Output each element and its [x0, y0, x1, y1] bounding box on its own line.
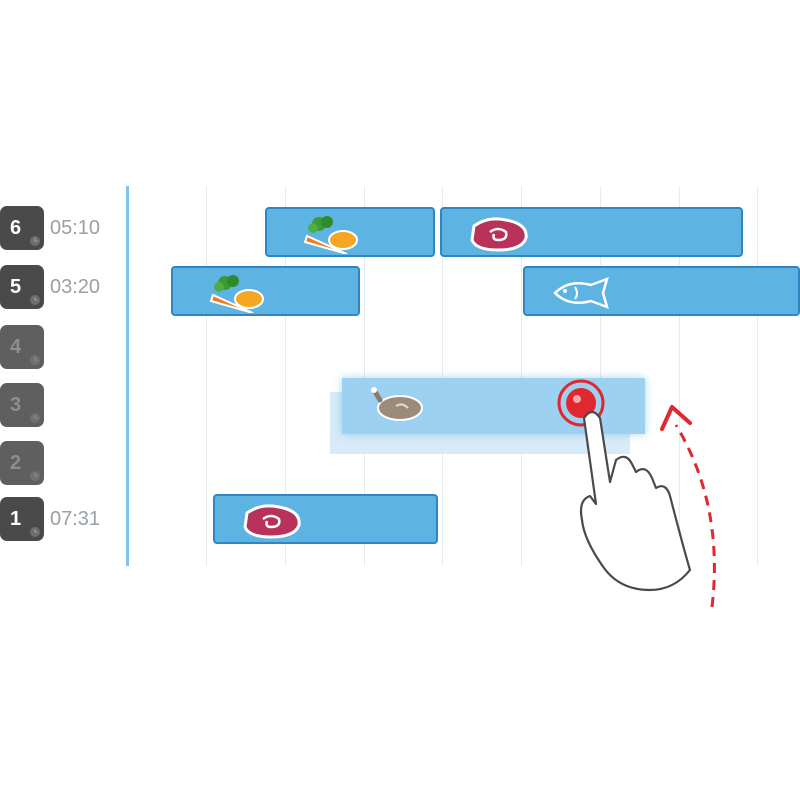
- shelf-number: 5: [10, 276, 22, 298]
- clock-corner-icon: [30, 527, 40, 537]
- grid-line: [679, 186, 680, 566]
- cook-bar-shelf-1-meat[interactable]: [213, 494, 438, 544]
- shelf-timer: 07:31: [50, 508, 101, 530]
- shelf-row-2[interactable]: 2: [0, 441, 130, 485]
- shelf-badge: 6: [0, 206, 44, 250]
- shelf-row-1[interactable]: 1 07:31: [0, 497, 130, 541]
- grid-line: [285, 186, 286, 566]
- shelf-row-5[interactable]: 5 03:20: [0, 265, 130, 309]
- shelf-row-3[interactable]: 3: [0, 383, 130, 427]
- shelf-number: 1: [10, 508, 22, 530]
- grid-line: [757, 186, 758, 566]
- cook-bar-shelf-5-fish[interactable]: [523, 266, 800, 316]
- shelf-number: 6: [10, 217, 22, 239]
- touch-point-icon: [557, 379, 605, 427]
- shelf-number: 2: [10, 452, 22, 474]
- shelf-row-6[interactable]: 6 05:10: [0, 206, 130, 250]
- shelf-badge: 4: [0, 325, 44, 369]
- meat-icon: [470, 217, 528, 252]
- cook-bar-shelf-5-vegetables[interactable]: [171, 266, 360, 316]
- grid-line: [364, 186, 365, 566]
- shelf-badge: 1: [0, 497, 44, 541]
- shelf-row-4[interactable]: 4: [0, 325, 130, 369]
- clock-corner-icon: [30, 295, 40, 305]
- cook-bar-shelf-6-vegetables[interactable]: [265, 207, 435, 257]
- shelf-number: 4: [10, 336, 22, 358]
- poultry-icon: [371, 387, 423, 421]
- hand-pointer-icon: [579, 410, 692, 592]
- shelf-timer: 03:20: [50, 276, 101, 298]
- clock-corner-icon: [30, 236, 40, 246]
- grid-line: [206, 186, 207, 566]
- shelf-badge: 5: [0, 265, 44, 309]
- fish-icon: [553, 276, 609, 310]
- clock-corner-icon: [30, 471, 40, 481]
- clock-corner-icon: [30, 355, 40, 365]
- grid-line: [442, 186, 443, 566]
- vegetables-icon: [303, 216, 358, 254]
- timeline-axis: [126, 186, 129, 566]
- grid-line: [600, 186, 601, 566]
- grid-line: [521, 186, 522, 566]
- clock-corner-icon: [30, 413, 40, 423]
- cook-bar-shelf-6-meat[interactable]: [440, 207, 743, 257]
- drag-direction-arrow-icon: [660, 405, 716, 608]
- shelf-number: 3: [10, 394, 22, 416]
- vegetables-icon: [209, 275, 264, 313]
- shelf-badge: 2: [0, 441, 44, 485]
- shelf-timer: 05:10: [50, 217, 101, 239]
- shelf-badge: 3: [0, 383, 44, 427]
- meat-icon: [243, 504, 301, 539]
